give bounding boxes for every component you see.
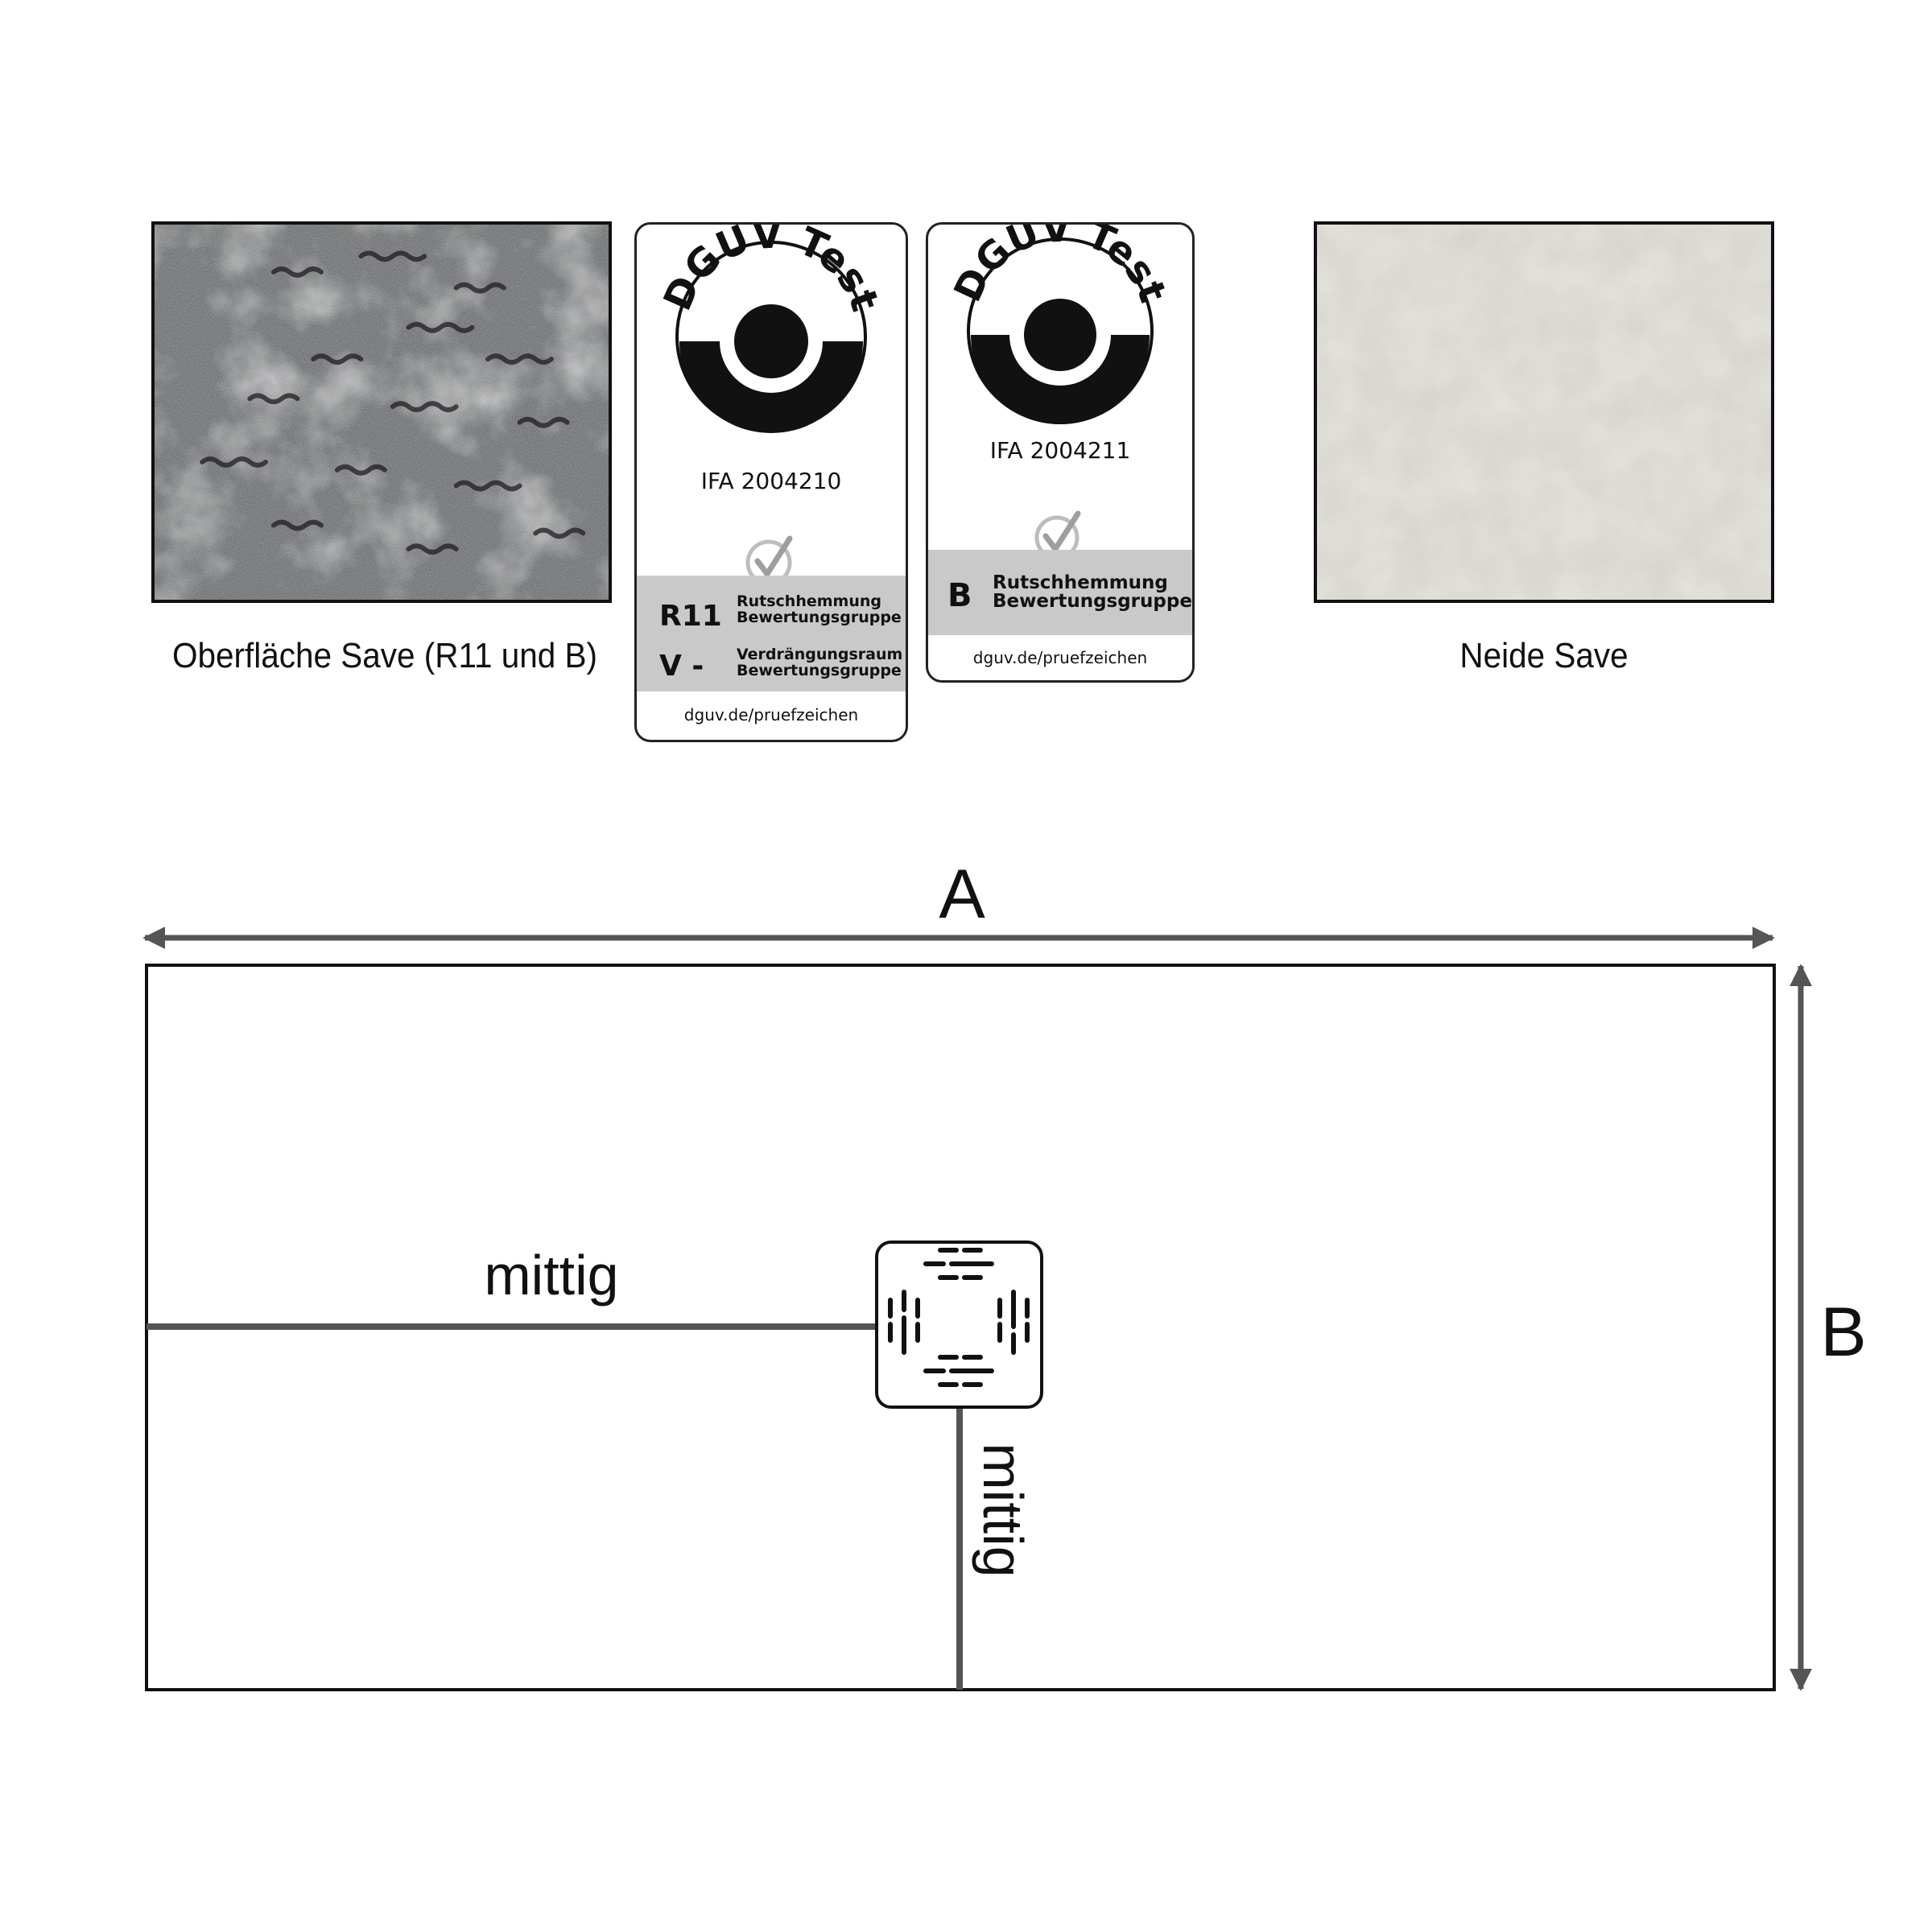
concrete-texture-image	[1317, 225, 1771, 600]
stone-texture-image	[155, 225, 609, 600]
label-url: dguv.de/pruefzeichen	[684, 705, 858, 724]
label-url: dguv.de/pruefzeichen	[973, 648, 1147, 667]
dguv-label-b: DGUV Test IFA 2004211 B Rutschhemmung Be…	[926, 222, 1195, 683]
center-label-vertical: mittig	[972, 1443, 1034, 1577]
dguv-label-r11-graphic: DGUV Test IFA 2004210 R11 Rutschhemmung …	[637, 225, 906, 724]
displacement-line2: Bewertungsgruppe	[737, 662, 902, 679]
rating-line1: Rutschhemmung	[737, 592, 881, 610]
rating-line1: Rutschhemmung	[993, 572, 1168, 593]
caption-neide-save: Neide Save	[1459, 636, 1629, 675]
texture-swatch-save	[151, 221, 612, 603]
rating-code-b: B	[947, 577, 972, 614]
ifa-number: IFA 2004210	[701, 468, 842, 494]
ifa-number: IFA 2004211	[990, 437, 1131, 464]
dimension-b-label: B	[1820, 1294, 1866, 1371]
dguv-label-r11: DGUV Test IFA 2004210 R11 Rutschhemmung …	[634, 222, 908, 742]
dguv-seal-icon: DGUV Test	[946, 225, 1175, 424]
rating-line2: Bewertungsgruppe	[993, 591, 1192, 612]
center-guide-lines	[147, 1323, 963, 1690]
rating-line2: Bewertungsgruppe	[737, 609, 902, 626]
rating-band	[637, 576, 906, 691]
rating-code-v: V -	[659, 650, 704, 683]
displacement-line1: Verdrängungsraum	[737, 646, 902, 663]
rating-band	[928, 550, 1192, 635]
rating-code-r11: R11	[659, 600, 722, 633]
texture-swatch-neide	[1314, 221, 1774, 603]
dimension-a-label: A	[939, 856, 985, 933]
dguv-label-b-graphic: DGUV Test IFA 2004211 B Rutschhemmung Be…	[928, 225, 1192, 667]
drain-pattern-icon	[875, 1241, 1043, 1409]
center-label-horizontal: mittig	[484, 1244, 618, 1307]
caption-save-surface: Oberfläche Save (R11 und B)	[171, 636, 598, 675]
